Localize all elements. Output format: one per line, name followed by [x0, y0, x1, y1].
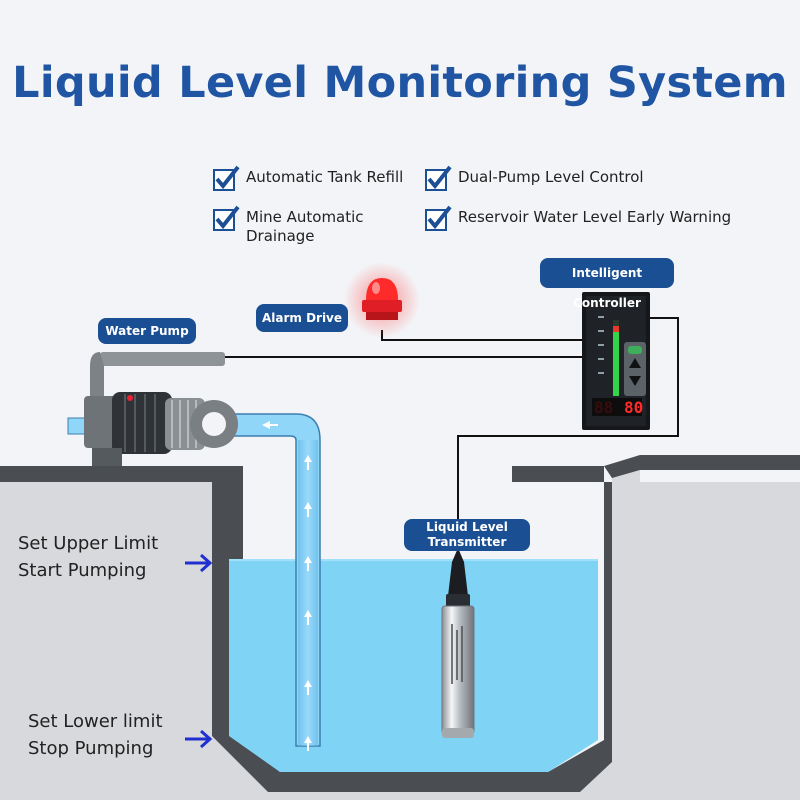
flow-arrows: [262, 421, 312, 751]
feature-label: Automatic Tank Refill: [246, 168, 404, 186]
level-bar: [613, 332, 619, 396]
alarm-light: [344, 262, 420, 338]
upper-limit-label: Set Upper Limit Start Pumping: [18, 530, 158, 584]
intelligent-controller-label: Intelligent Controller: [540, 258, 674, 310]
stop-pumping-text: Stop Pumping: [28, 738, 154, 759]
checkbox-checked-icon: [213, 165, 240, 191]
feature-item: Dual-Pump Level Control: [424, 164, 644, 192]
feature-item: Automatic Tank Refill: [212, 164, 403, 192]
discharge-pipe: [67, 413, 321, 751]
controller-readout-dim: 88: [594, 398, 613, 417]
controller-readout: 80: [624, 398, 643, 417]
water-pump-label: Water Pump: [98, 318, 196, 344]
limit-arrows: [185, 553, 213, 749]
ground: [0, 455, 800, 800]
intelligent-controller: [582, 292, 650, 430]
level-transmitter: [441, 548, 475, 738]
feature-label: Mine Automatic Drainage: [246, 208, 364, 245]
checkbox-checked-icon: [425, 165, 452, 191]
feature-label: Reservoir Water Level Early Warning: [458, 208, 732, 226]
page-title: Liquid Level Monitoring System: [12, 58, 788, 108]
water-body: [229, 560, 598, 772]
alarm-drive-label: Alarm Drive: [256, 304, 348, 332]
upper-limit-text: Set Upper Limit: [18, 533, 159, 554]
liquid-level-transmitter-label: Liquid Level Transmitter: [404, 519, 530, 551]
feature-item: Reservoir Water Level Early Warning: [424, 204, 731, 232]
water-pump: [84, 352, 238, 466]
checkbox-checked-icon: [425, 205, 452, 231]
lower-limit-text: Set Lower limit: [28, 711, 163, 732]
lower-limit-label: Set Lower limit Stop Pumping: [28, 708, 163, 762]
tank: [212, 482, 612, 792]
start-pumping-text: Start Pumping: [18, 560, 147, 581]
checkbox-checked-icon: [213, 205, 240, 231]
feature-label: Dual-Pump Level Control: [458, 168, 644, 186]
feature-item: Mine Automatic Drainage: [212, 204, 382, 246]
